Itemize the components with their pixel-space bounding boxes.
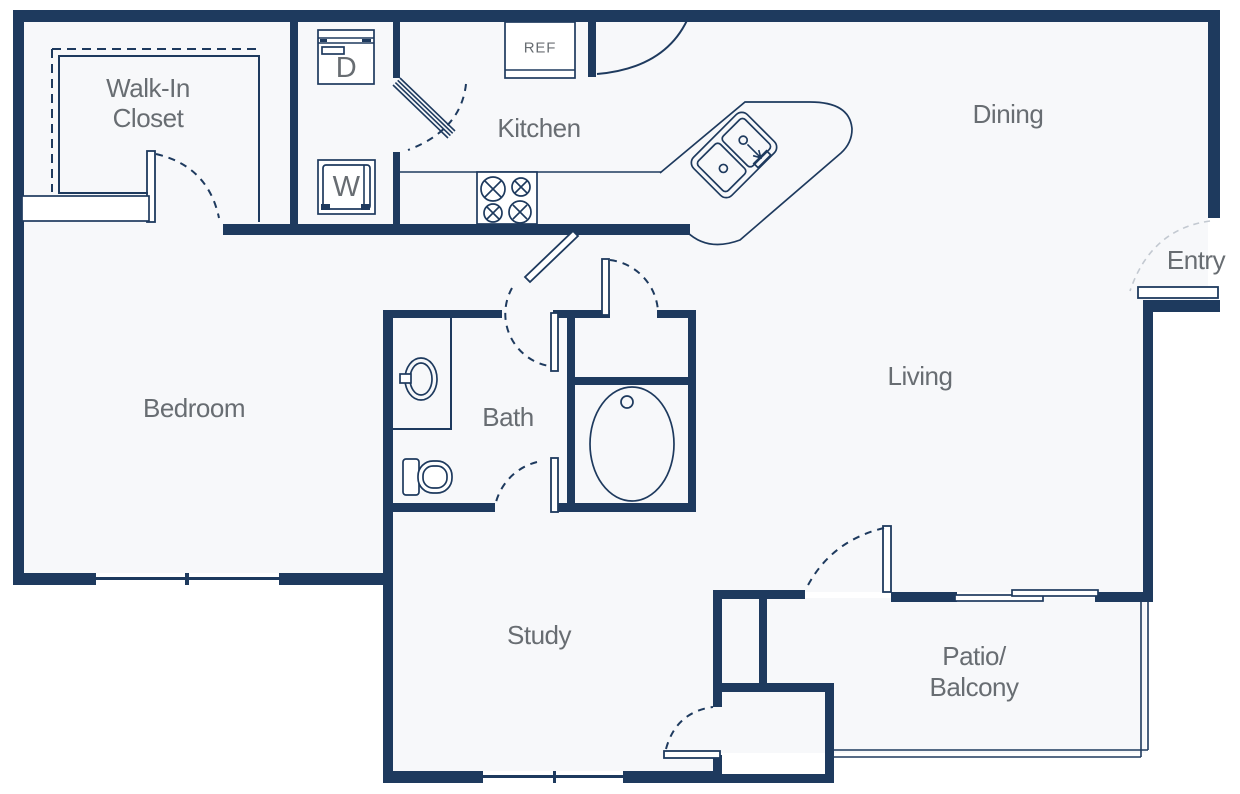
study-closet-door [663, 706, 721, 759]
bath-fixtures [392, 318, 675, 502]
room-label-dining: Dining [973, 99, 1044, 129]
stove [476, 171, 538, 225]
room-label-entry: Entry [1167, 245, 1226, 275]
entry-door [1129, 220, 1219, 299]
living-sliding-window [954, 589, 1099, 602]
appliance-label-dryer: D [336, 52, 356, 84]
laundry-bifold-door [392, 77, 467, 151]
burners [480, 176, 532, 224]
doors [146, 15, 1219, 759]
labels: Walk-In Closet Kitchen Dining Entry Bedr… [106, 40, 1226, 703]
bath-hall-door [504, 287, 559, 372]
room-label-living: Living [888, 361, 953, 391]
kitchen-peninsula [659, 101, 853, 246]
toilet [402, 458, 453, 496]
room-label-walk-in-closet-2: Closet [113, 103, 185, 133]
closet-fixtures [21, 48, 261, 222]
appliance-label-washer: W [333, 171, 361, 203]
bedroom-window [96, 573, 279, 585]
room-label-bedroom: Bedroom [143, 393, 245, 423]
dining-door-swing [596, 15, 690, 75]
room-label-patio-2: Balcony [930, 672, 1019, 702]
linen-closet-door [601, 258, 659, 316]
dryer [317, 29, 375, 85]
bath-study-door [495, 457, 559, 513]
vanity [392, 318, 452, 430]
study-window [483, 771, 623, 783]
closet-partition [58, 55, 260, 222]
kitchen-fixtures [317, 21, 853, 246]
kitchen-sink [690, 111, 778, 199]
room-label-walk-in-closet-1: Walk-In [106, 73, 190, 103]
closet-door [146, 150, 220, 223]
refrigerator [504, 21, 576, 79]
room-label-study: Study [507, 620, 571, 650]
appliance-label-refrigerator: REF [524, 40, 556, 57]
hall-door [523, 229, 580, 284]
bathtub [589, 386, 675, 502]
room-label-patio-1: Patio/ [942, 641, 1007, 671]
closet-shelf-dashed [51, 48, 261, 192]
windows [96, 573, 1099, 783]
patio-railing [833, 598, 1149, 758]
patio-door [805, 525, 892, 593]
washer [317, 159, 376, 215]
walls [13, 10, 1220, 783]
closet-shelf [21, 195, 150, 222]
room-label-kitchen: Kitchen [497, 113, 580, 143]
room-label-bath: Bath [482, 402, 534, 432]
